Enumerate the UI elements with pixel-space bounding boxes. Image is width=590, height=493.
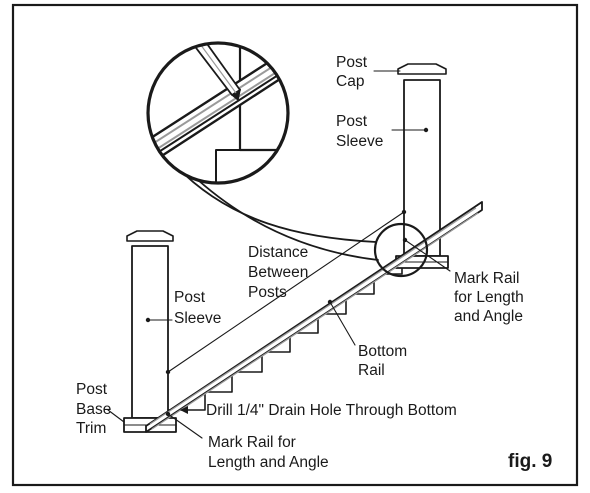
detail-rail-gray-2 <box>148 56 288 161</box>
dot-post-sleeve-right <box>423 127 429 133</box>
dot-distance-left <box>165 369 171 375</box>
leader-distance <box>167 211 405 373</box>
bottom-rail-end-cut <box>475 201 483 207</box>
right-post-sleeve <box>403 79 441 257</box>
dot-mark-rail-left <box>165 411 171 417</box>
bottom-rail-edge-gray-2 <box>151 212 479 430</box>
leaders <box>107 70 451 439</box>
label-distance-between-posts: Distance Between Posts <box>248 244 313 301</box>
arrow-drill <box>180 406 188 414</box>
magnifier-tail-upper <box>175 165 377 243</box>
leader-mark-rail-left <box>167 413 203 439</box>
left-post <box>123 230 177 433</box>
figure-label: fig. 9 <box>508 451 552 472</box>
magnifier-tail-lower <box>197 179 379 261</box>
figure-frame <box>11 3 579 487</box>
detail-target-circle <box>373 222 429 278</box>
label-drill-hole: Drill 1/4" Drain Hole Through Bottom <box>206 402 457 419</box>
label-post-cap: Post Cap <box>336 54 371 90</box>
label-post-base-trim: Post Base Trim <box>76 381 116 437</box>
label-mark-rail-left: Mark Rail for Length and Angle <box>208 434 329 471</box>
detail-magnifier <box>146 41 290 185</box>
leader-mark-rail-right <box>404 239 451 272</box>
left-post-sleeve <box>131 245 169 419</box>
left-post-cap <box>126 230 174 242</box>
label-mark-rail-right: Mark Rail for Length and Angle <box>454 270 528 325</box>
bottom-rail <box>145 201 483 433</box>
label-post-sleeve-left: Post Sleeve <box>174 289 221 327</box>
detail-stair-step <box>149 149 261 183</box>
dot-post-sleeve-left <box>145 317 151 323</box>
right-post-cap <box>397 63 447 75</box>
detail-rail-dark <box>148 60 288 165</box>
leader-base-trim <box>107 409 125 423</box>
label-bottom-rail: Bottom Rail <box>358 343 411 379</box>
leader-bottom-rail <box>329 301 356 346</box>
label-post-sleeve-right: Post Sleeve <box>336 113 383 150</box>
magnifier-rim <box>146 41 290 185</box>
bottom-rail-edge-gray <box>149 207 477 425</box>
